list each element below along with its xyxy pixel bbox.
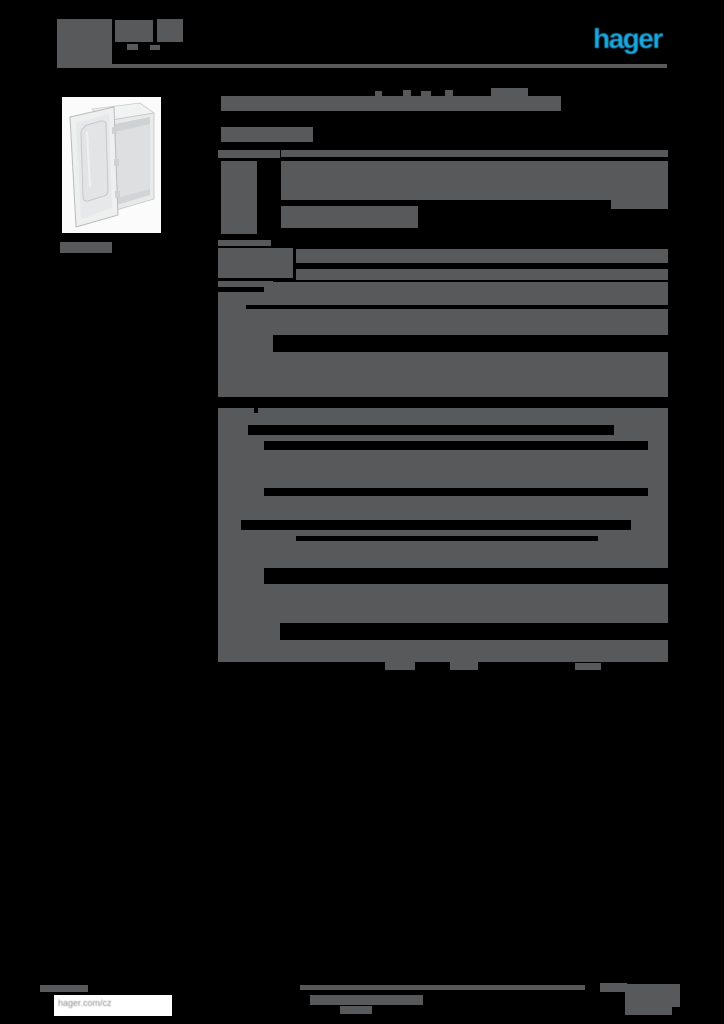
title-ascender-1: [375, 91, 382, 96]
footer-text-bar-2: [340, 1006, 372, 1014]
spec-line-1: [281, 150, 668, 157]
title-ascender-4: [445, 90, 453, 96]
spec-paragraph-1: [281, 161, 668, 200]
footer-text-bar-1: [310, 995, 423, 1005]
product-photo: [62, 97, 161, 233]
spec-band-3: [264, 282, 668, 292]
spec-label-1: [218, 150, 280, 158]
footer-website-link[interactable]: hager.com/cz: [58, 998, 112, 1008]
spec-left-bit-3: [218, 425, 248, 435]
spec-band-12: [218, 584, 668, 623]
spec-left-bit-6: [218, 520, 241, 530]
footer-line-3: [600, 983, 627, 992]
spec-right-bit-4: [631, 520, 668, 530]
spec-right-bit-2: [648, 441, 668, 450]
spec-block-1: [281, 206, 418, 228]
section-heading-bar: [221, 127, 313, 142]
doc-ref-block-1: [57, 19, 112, 64]
footer-page-block-1: [625, 984, 680, 1007]
spec-band-6: [218, 413, 668, 425]
spec-left-bit-4: [218, 441, 264, 450]
doc-ref-block-3: [157, 19, 183, 42]
footer-line-2: [300, 985, 585, 990]
spec-left-bit-9: [218, 623, 280, 640]
spec-left-bit-2: [246, 335, 273, 352]
spec-label-col-2: [218, 292, 246, 397]
spec-band-11: [218, 541, 668, 568]
spec-left-bit-8: [218, 568, 264, 584]
spec-left-bit-7: [218, 536, 296, 541]
spec-right-bit-1: [614, 425, 668, 435]
spec-band-13: [218, 640, 668, 662]
title-ascender-5: [491, 88, 528, 96]
doc-ref-bit-2: [150, 45, 160, 50]
spec-bit-1: [385, 662, 415, 670]
spec-band-8: [218, 450, 668, 488]
title-ascender-3: [421, 91, 431, 96]
spec-band-2: [296, 269, 668, 280]
spec-band-5: [246, 309, 668, 335]
hager-logo: hager: [593, 23, 663, 54]
footer-line-1: [40, 985, 88, 992]
title-ascender-2: [403, 90, 411, 96]
spec-band-4: [246, 292, 668, 305]
spec-line-2: [258, 408, 668, 413]
product-title-bar: [221, 96, 561, 111]
doc-ref-block-2: [115, 20, 153, 42]
spec-right-bit-3: [648, 488, 668, 496]
spec-left-bit-5: [218, 488, 264, 496]
spec-band-10: [218, 530, 668, 536]
footer-page-block-2: [625, 1007, 672, 1015]
spec-paragraph-2: [246, 352, 668, 397]
spec-bit-3: [575, 663, 601, 670]
spec-left-bit-1: [218, 281, 273, 287]
spec-band-1: [296, 249, 668, 263]
photo-caption-bar: [60, 242, 112, 253]
spec-right-bit-5: [598, 536, 668, 541]
spec-bit-2: [450, 662, 478, 670]
spec-label-block-1: [218, 248, 293, 278]
spec-band-9: [218, 496, 668, 520]
spec-band-7: [218, 435, 668, 441]
enclosure-photo-illustration: [62, 97, 161, 233]
spec-value-right-1: [611, 196, 668, 209]
spec-label-col-1: [221, 161, 257, 234]
footer-website-box: hager.com/cz: [54, 995, 172, 1016]
doc-ref-bit-1: [127, 44, 138, 50]
header-rule: [57, 64, 667, 68]
spec-label-2: [218, 240, 271, 246]
